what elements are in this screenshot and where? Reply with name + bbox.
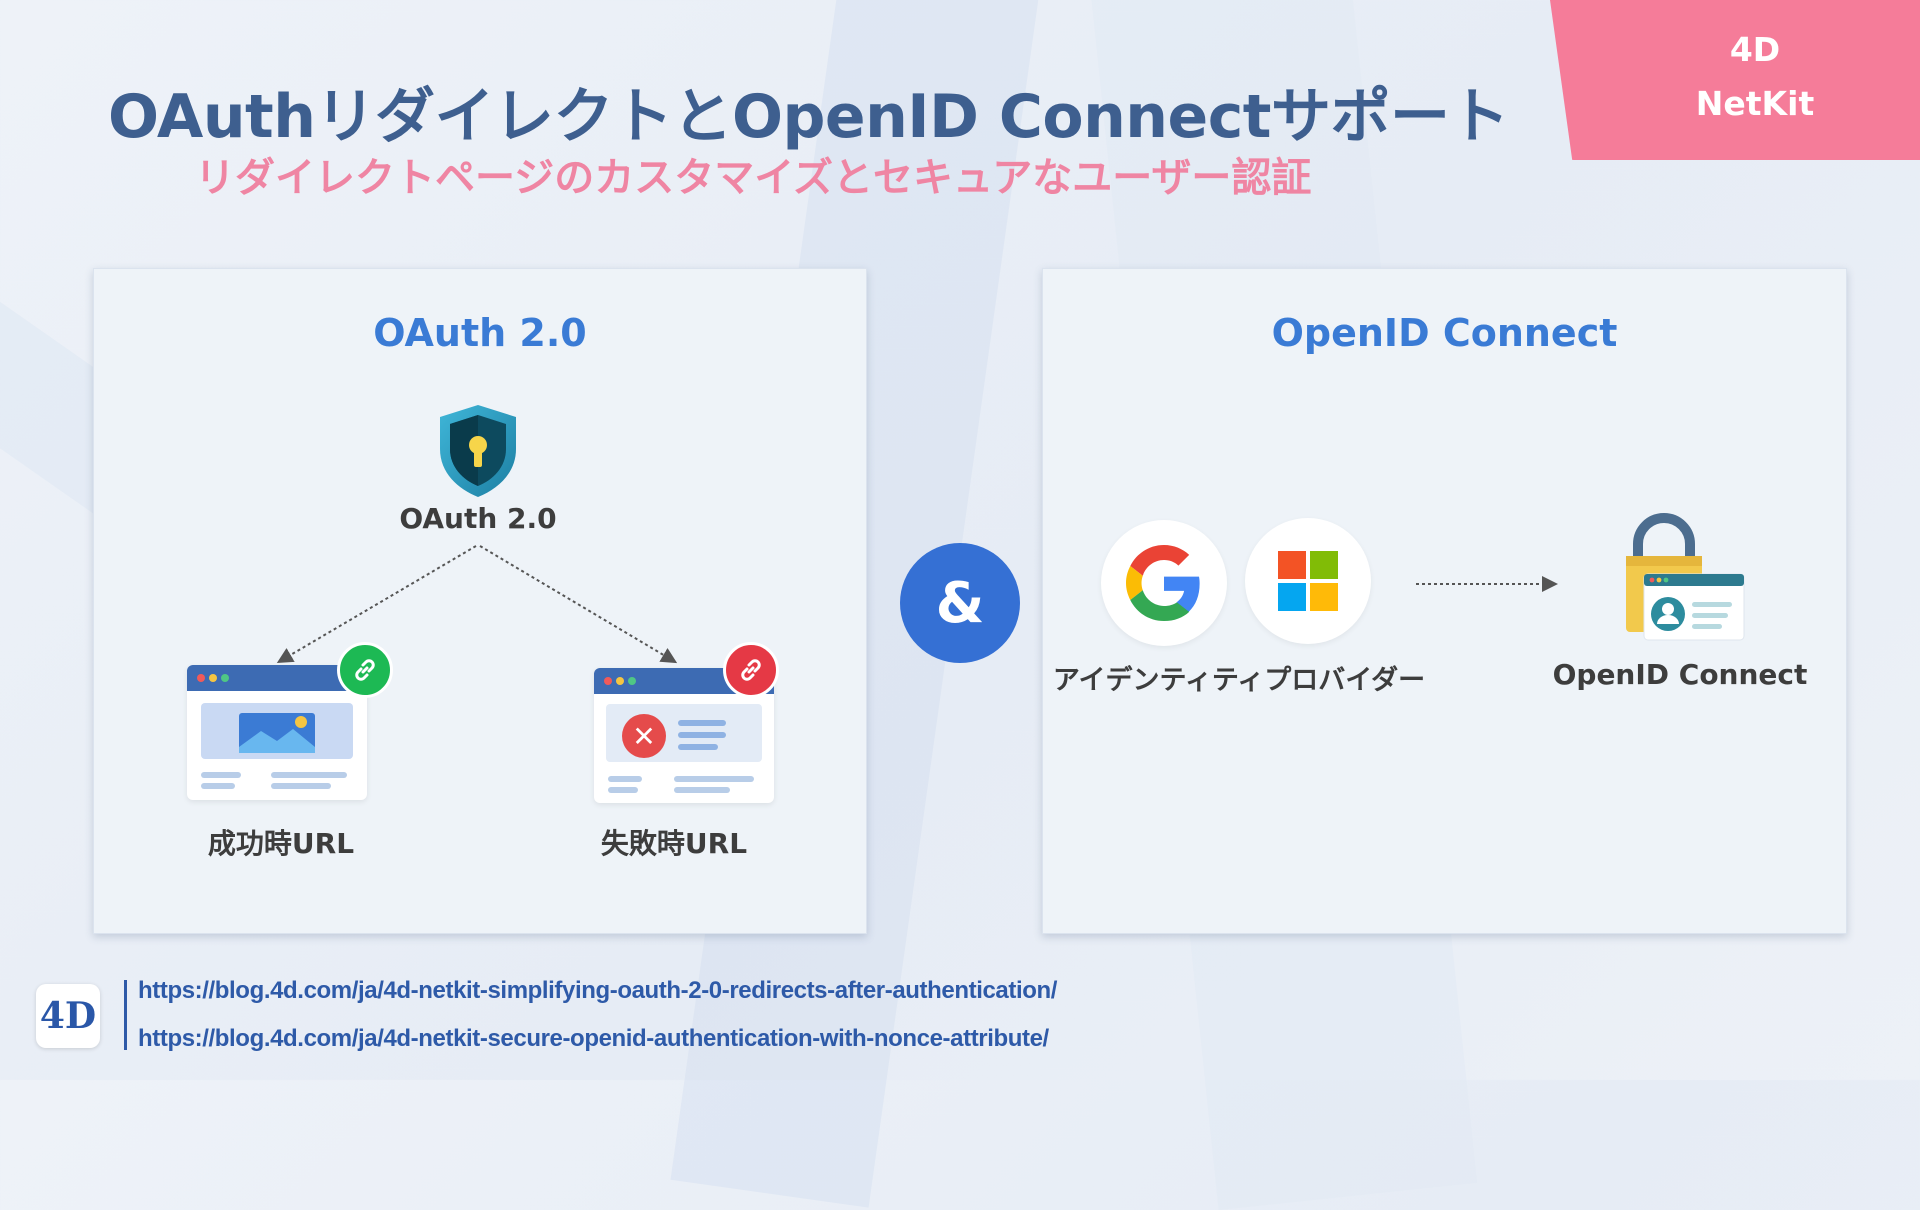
success-browser-icon [187, 665, 367, 800]
blog-link-openid[interactable]: https://blog.4d.com/ja/4d-netkit-secure-… [138, 1025, 1049, 1052]
badge-line-2: NetKit [1695, 84, 1815, 123]
slide-subtitle: リダイレクトページのカスタマイズとセキュアなユーザー認証 [195, 155, 1312, 201]
provider-arrow [1416, 576, 1558, 592]
openid-panel-title: OpenID Connect [1271, 311, 1618, 355]
google-logo-icon [1101, 520, 1227, 646]
ampersand-connector: & [900, 543, 1020, 663]
shield-keyhole-icon [436, 403, 520, 499]
failure-url-label: 失敗時URL [600, 827, 748, 860]
link-icon [337, 642, 393, 698]
oauth-panel: OAuth 2.0 [93, 268, 867, 934]
padlock-id-card-icon [1620, 510, 1750, 650]
slide-title: OAuthリダイレクトとOpenID Connectサポート [108, 82, 1509, 152]
identity-providers-label: アイデンティティプロバイダー [1052, 665, 1426, 696]
product-badge: 4D NetKit [1550, 0, 1920, 160]
badge-line-1: 4D [1729, 30, 1781, 69]
oauth-shield-label: OAuth 2.0 [399, 502, 557, 535]
image-placeholder-icon [239, 713, 315, 753]
microsoft-logo-icon [1245, 518, 1371, 644]
error-x-icon: ✕ [622, 714, 666, 758]
oauth-panel-title: OAuth 2.0 [373, 311, 587, 355]
4d-logo: 4D [36, 984, 100, 1048]
success-url-label: 成功時URL [207, 827, 355, 860]
flow-arrows [276, 545, 678, 664]
blog-link-oauth[interactable]: https://blog.4d.com/ja/4d-netkit-simplif… [138, 977, 1058, 1004]
footer-divider [124, 980, 127, 1050]
openid-connect-label: OpenID Connect [1552, 658, 1808, 691]
broken-link-icon [723, 642, 779, 698]
